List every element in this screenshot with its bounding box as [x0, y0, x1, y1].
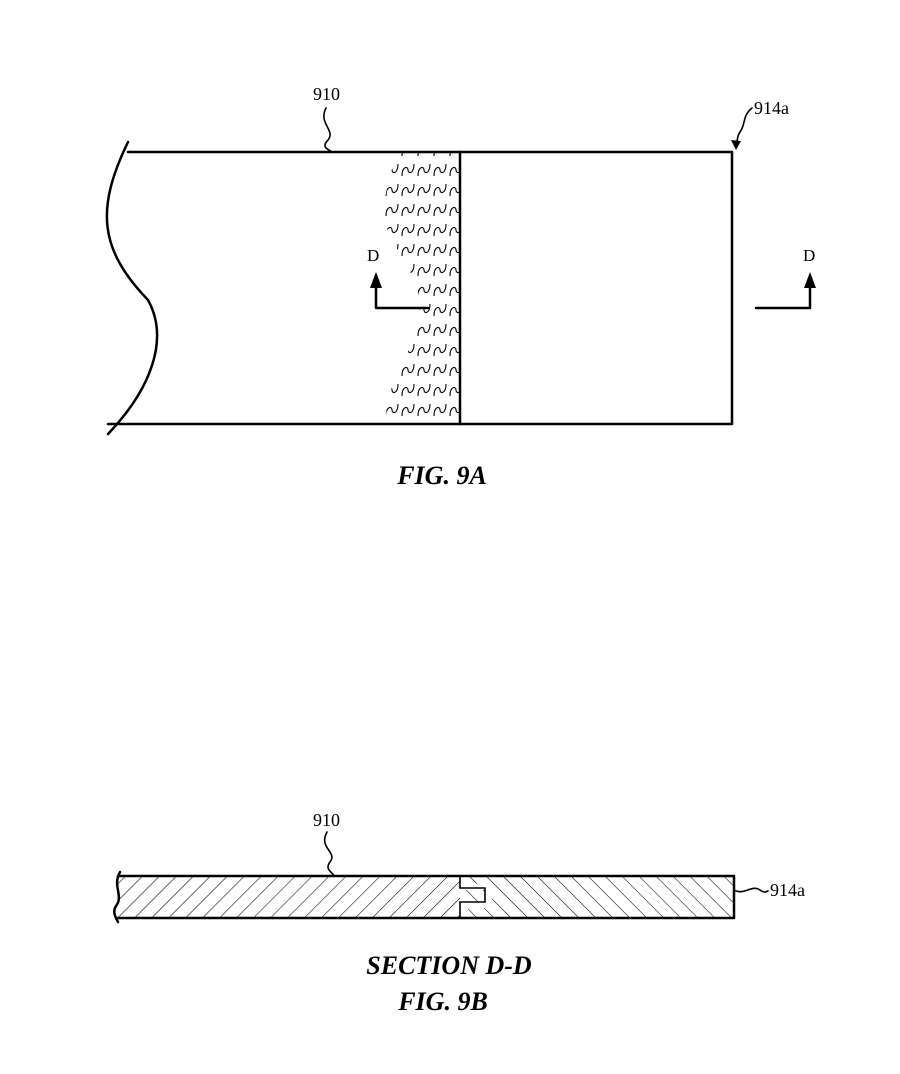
section-marker-left: D — [367, 246, 430, 310]
fig-9a: 910 914a D D FIG. 9A — [105, 84, 816, 490]
section-letter-right: D — [803, 246, 815, 265]
section-left-hatch — [118, 876, 460, 918]
ref-label-914a-b: 914a — [770, 880, 805, 900]
section-marker-right: D — [754, 246, 816, 310]
ref-label-910: 910 — [313, 84, 340, 104]
arrowhead-914a — [731, 140, 741, 150]
joint-notch — [460, 876, 492, 918]
section-letter-left: D — [367, 246, 379, 265]
section-break-line — [113, 870, 122, 924]
ref-label-914a: 914a — [754, 98, 789, 118]
caption-fig-9a: FIG. 9A — [396, 461, 487, 490]
textured-region — [384, 152, 460, 424]
section-right-hatch — [462, 876, 734, 918]
break-line — [105, 140, 159, 436]
joint-outline — [459, 875, 486, 919]
caption-fig-9b: FIG. 9B — [397, 987, 488, 1016]
fig-9b: 910 914a SECTION D-D FIG. 9B — [113, 810, 805, 1016]
ref-label-910-b: 910 — [313, 810, 340, 830]
section-title: SECTION D-D — [366, 951, 532, 980]
section-outline — [116, 874, 736, 920]
leader-910 — [323, 107, 333, 153]
part-910-outline — [106, 150, 734, 426]
leader-914a — [735, 107, 753, 147]
leader-914a-b — [733, 887, 769, 893]
leader-910-b — [323, 831, 335, 877]
